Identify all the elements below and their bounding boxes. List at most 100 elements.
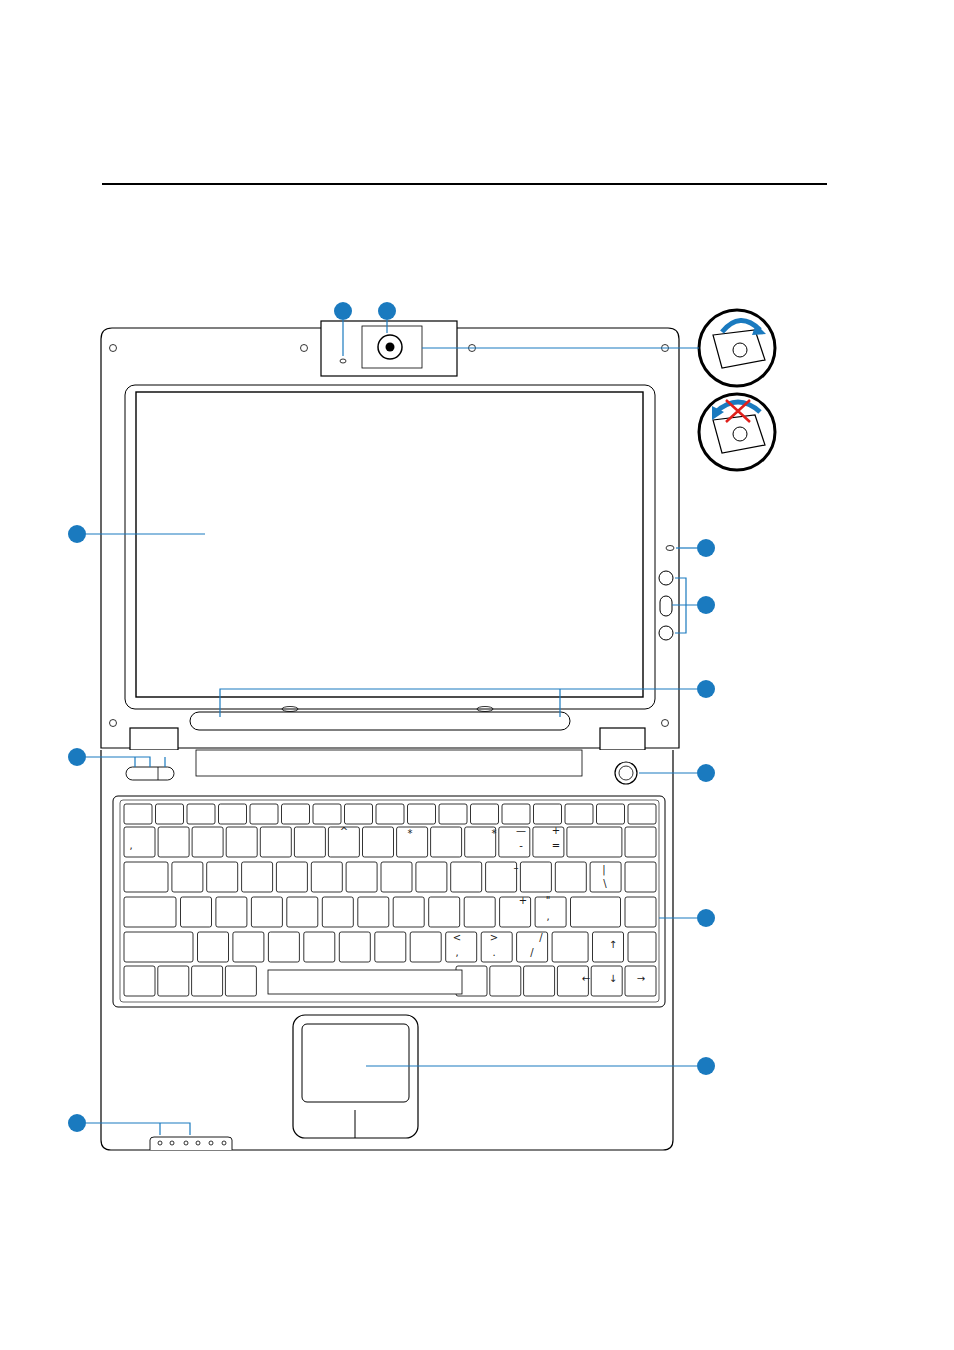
key (124, 897, 176, 927)
key (593, 932, 624, 962)
key (393, 897, 424, 927)
key (597, 804, 625, 824)
space-bar (268, 970, 462, 994)
hinge-cover (196, 750, 582, 776)
key (628, 932, 656, 962)
key (524, 966, 555, 996)
key-legend: \ (603, 879, 606, 889)
key (192, 827, 223, 857)
key-legend: → (637, 974, 645, 984)
base-outline (101, 750, 673, 1150)
key (625, 897, 656, 927)
key-legend: – (514, 863, 519, 873)
key (251, 897, 282, 927)
key (520, 862, 551, 892)
leader-lines (86, 320, 699, 1135)
callout-circles (68, 302, 715, 1132)
key-legend: . (492, 948, 495, 958)
instant-keys (659, 571, 673, 640)
key (294, 827, 325, 857)
key-legend: ↓ (609, 974, 617, 984)
key (490, 966, 521, 996)
key (471, 804, 499, 824)
key (534, 804, 562, 824)
key (311, 862, 342, 892)
key (590, 862, 621, 892)
key (219, 804, 247, 824)
lid-outline (101, 328, 679, 748)
key-legend: * (492, 829, 497, 839)
key (345, 804, 373, 824)
key (535, 897, 566, 927)
key-legend: ← (582, 974, 590, 984)
key-legend: > (490, 933, 498, 943)
key (172, 862, 203, 892)
key (282, 804, 310, 824)
keyboard-keys (124, 804, 656, 996)
touchpad-frame (293, 1015, 418, 1138)
key-legend: - (519, 841, 523, 851)
key-legend: ↑ (609, 940, 617, 950)
key (124, 862, 168, 892)
key (439, 804, 467, 824)
camera-lens-center (386, 343, 395, 352)
key (226, 827, 257, 857)
key (124, 966, 155, 996)
key (567, 827, 622, 857)
key-legend: / (539, 933, 542, 943)
key (287, 897, 318, 927)
key-legend: " (546, 896, 551, 906)
key (625, 827, 656, 857)
key (429, 897, 460, 927)
camera-housing (362, 326, 422, 368)
speaker-bar (190, 712, 570, 730)
key (408, 804, 436, 824)
key (216, 897, 247, 927)
hinge (130, 728, 178, 750)
key-legend: + (519, 896, 527, 906)
key (555, 862, 586, 892)
key (552, 932, 588, 962)
key (268, 932, 299, 962)
key (276, 862, 307, 892)
display-panel (136, 392, 643, 697)
key (431, 827, 462, 857)
key (156, 804, 184, 824)
key-legend: | (602, 865, 605, 875)
key (533, 827, 564, 857)
key (376, 804, 404, 824)
key (500, 897, 531, 927)
key (446, 932, 477, 962)
key (465, 827, 496, 857)
key (192, 966, 223, 996)
key (339, 932, 370, 962)
key (381, 862, 412, 892)
key-legend: ^ (340, 827, 348, 837)
key (250, 804, 278, 824)
screws (110, 345, 669, 727)
key (625, 862, 656, 892)
key (591, 966, 622, 996)
key (410, 932, 441, 962)
touchpad (302, 1024, 409, 1102)
power-button (615, 762, 637, 784)
key (363, 827, 394, 857)
key (233, 932, 264, 962)
key (625, 966, 656, 996)
key (571, 897, 621, 927)
key (375, 932, 406, 962)
key-legend: + (552, 826, 560, 836)
key (486, 862, 517, 892)
key-legend: / (530, 948, 533, 958)
key (225, 966, 256, 996)
camera-rotation-forbidden-icon (699, 394, 775, 470)
key (358, 897, 389, 927)
key (158, 966, 189, 996)
camera-lens (378, 335, 402, 359)
screen-bezel (125, 385, 655, 709)
key (313, 804, 341, 824)
key-legend: , (129, 841, 132, 851)
camera-led (340, 359, 346, 363)
